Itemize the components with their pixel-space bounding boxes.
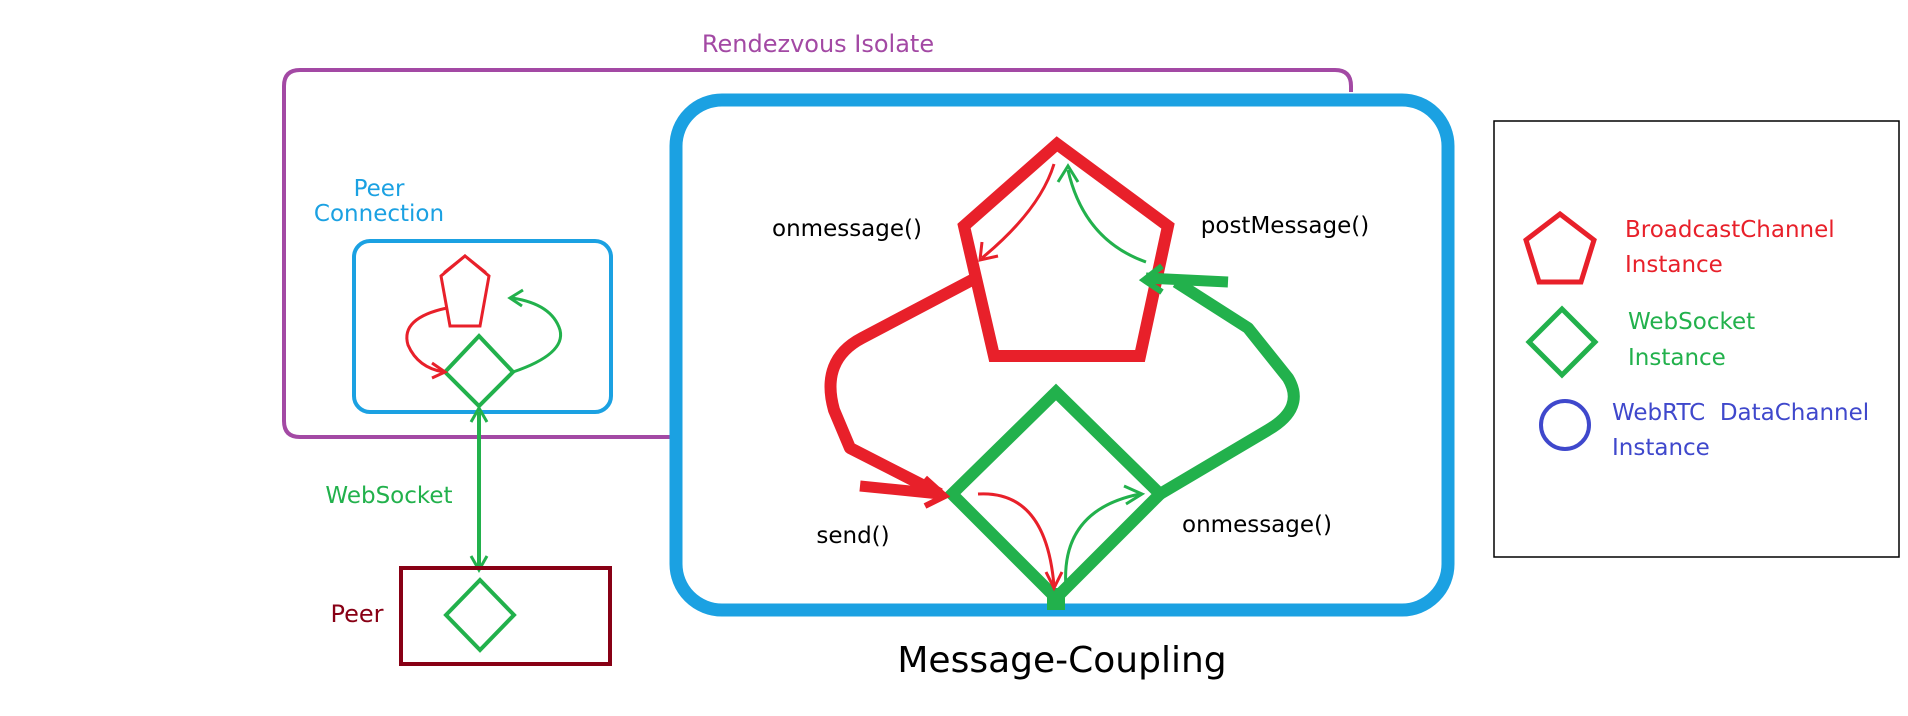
postmessage-arrow-stub — [1145, 272, 1229, 288]
green-inner-arrowhead-diamond — [1123, 484, 1146, 506]
peer-red-loop-arrow — [405, 306, 448, 374]
websocket-link-arrow-up — [469, 404, 489, 423]
red-inner-arrow-pentagon — [981, 163, 1056, 260]
legend-webrtc-line1: WebRTC DataChannel — [1612, 400, 1869, 426]
legend-broadcastchannel-line1: BroadcastChannel — [1625, 217, 1835, 243]
message-coupling-caption: Message-Coupling — [897, 640, 1226, 681]
onmessage-label-left: onmessage() — [772, 216, 922, 242]
postmessage-arrowhead — [1138, 263, 1164, 295]
peer-green-arrowhead — [507, 288, 524, 308]
peer-green-loop-arrow — [511, 296, 563, 374]
send-label: send() — [816, 523, 889, 549]
peer-connection-label-line2: Connection — [314, 201, 444, 227]
legend-circle-icon — [1539, 399, 1591, 451]
peer-box — [399, 566, 612, 666]
red-forward-path — [824, 274, 975, 500]
legend-box — [1493, 120, 1900, 558]
peer-connection-box — [352, 239, 613, 414]
green-inner-arrow-diamond — [1064, 492, 1141, 589]
legend-broadcastchannel-line2: Instance — [1625, 252, 1723, 278]
postmessage-label: postMessage() — [1201, 213, 1369, 239]
peer-red-arrowhead — [431, 361, 449, 380]
legend-websocket-line1: WebSocket — [1628, 309, 1755, 335]
green-inner-arrowhead-pentagon — [1056, 163, 1080, 183]
peer-pentagon-outline — [439, 254, 491, 328]
legend-webrtc-line2: Instance — [1612, 435, 1710, 461]
rendezvous-isolate-boundary — [282, 68, 1353, 439]
red-inner-arrow-diamond — [977, 492, 1056, 587]
broadcastchannel-pentagon — [957, 136, 1175, 362]
websocket-link-label: WebSocket — [325, 483, 452, 509]
legend-websocket-line2: Instance — [1628, 345, 1726, 371]
peer-label: Peer — [330, 600, 383, 628]
red-inner-arrowhead-diamond — [1044, 571, 1064, 592]
diamond-bottom-marker — [1047, 588, 1065, 610]
legend-pentagon-icon — [1523, 210, 1597, 285]
send-arrowhead — [922, 475, 951, 509]
peer-websocket-diamond — [442, 333, 516, 409]
onmessage-label-right: onmessage() — [1182, 512, 1332, 538]
peer-box-websocket-diamond — [443, 577, 517, 653]
green-inner-arrow-pentagon — [1066, 169, 1147, 264]
peer-connection-label-line1: Peer — [354, 176, 405, 202]
green-return-path — [1156, 276, 1300, 500]
rendezvous-isolate-title: Rendezvous Isolate — [702, 30, 934, 58]
red-inner-arrowhead-pentagon — [978, 241, 999, 262]
send-arrow-stub — [859, 480, 941, 500]
legend-diamond-icon — [1525, 305, 1599, 379]
